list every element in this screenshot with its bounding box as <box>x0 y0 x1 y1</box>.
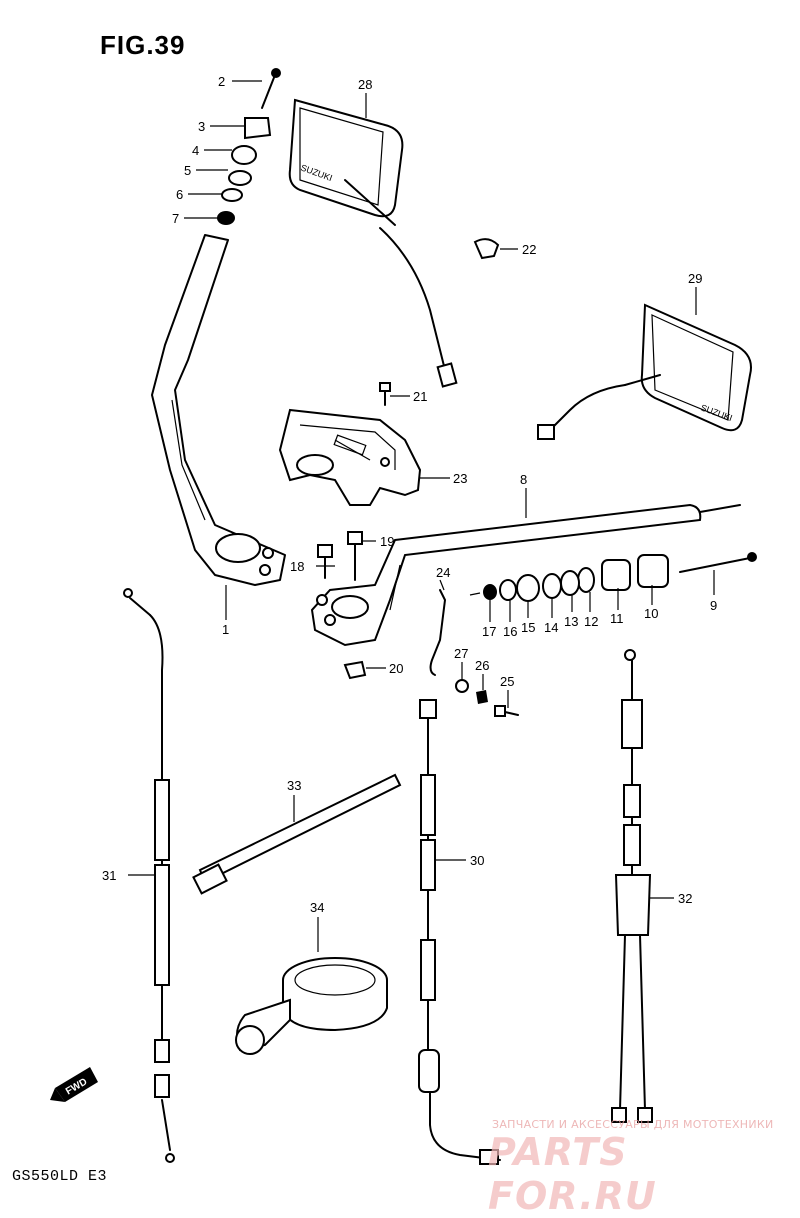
callout-22: 22 <box>522 242 536 257</box>
weight-stack <box>469 552 757 602</box>
callout-17: 17 <box>482 624 496 639</box>
model-code: GS550LD E3 <box>12 1168 108 1185</box>
callout-14: 14 <box>544 620 558 635</box>
nut-20 <box>343 660 367 680</box>
callout-21: 21 <box>413 389 427 404</box>
figure-title: FIG.39 <box>100 30 186 60</box>
mirror-left-29 <box>537 303 752 440</box>
handlebar-right-8 <box>310 503 741 647</box>
callout-15: 15 <box>521 620 535 635</box>
throttle-housing-34 <box>235 957 388 1055</box>
mirror-right-28 <box>288 98 458 388</box>
callout-2: 2 <box>218 74 225 89</box>
watermark-subtitle: ЗАПЧАСТИ И АКСЕССУАРЫ ДЛЯ МОТОТЕХНИКИ <box>492 1118 774 1131</box>
watermark-logo: PARTS FOR.RU <box>488 1130 657 1218</box>
callout-34: 34 <box>310 900 324 915</box>
cable-31 <box>123 588 175 1163</box>
callout-30: 30 <box>470 853 484 868</box>
screw-21 <box>379 382 391 406</box>
cable-30 <box>418 699 501 1165</box>
callout-10: 10 <box>644 606 658 621</box>
callout-8: 8 <box>520 472 527 487</box>
callout-25: 25 <box>500 674 514 689</box>
bolt-stack-2-7 <box>217 68 281 225</box>
callout-19: 19 <box>380 534 394 549</box>
bolt-19 <box>347 531 363 581</box>
callout-29: 29 <box>688 271 702 286</box>
callout-12: 12 <box>584 614 598 629</box>
callout-3: 3 <box>198 119 205 134</box>
cable-32 <box>611 649 653 1123</box>
washer-27 <box>455 679 469 693</box>
holder-23 <box>278 408 422 506</box>
callout-labels: 2 3 4 5 6 7 1 28 29 22 21 23 8 18 19 20 … <box>102 74 717 915</box>
strap-33 <box>192 773 402 895</box>
callout-26: 26 <box>475 658 489 673</box>
screw-25 <box>494 705 519 717</box>
callout-24: 24 <box>436 565 450 580</box>
plug-22 <box>473 238 500 260</box>
callout-13: 13 <box>564 614 578 629</box>
callout-31: 31 <box>102 868 116 883</box>
callout-16: 16 <box>503 624 517 639</box>
callout-33: 33 <box>287 778 301 793</box>
callout-7: 7 <box>172 211 179 226</box>
callout-11: 11 <box>610 611 624 626</box>
callout-18: 18 <box>290 559 304 574</box>
callout-4: 4 <box>192 143 199 158</box>
handlebar-left <box>151 234 286 586</box>
callout-20: 20 <box>389 661 403 676</box>
callout-5: 5 <box>184 163 191 178</box>
wire-24 <box>429 589 446 676</box>
callout-6: 6 <box>176 187 183 202</box>
callout-1: 1 <box>222 622 229 637</box>
callout-9: 9 <box>710 598 717 613</box>
leader-lines <box>128 80 715 952</box>
callout-27: 27 <box>454 646 468 661</box>
callout-28: 28 <box>358 77 372 92</box>
callout-32: 32 <box>678 891 692 906</box>
callout-23: 23 <box>453 471 467 486</box>
fwd-arrow: FWD <box>50 1067 98 1102</box>
nut-26 <box>476 690 488 704</box>
bolt-18 <box>317 544 333 579</box>
